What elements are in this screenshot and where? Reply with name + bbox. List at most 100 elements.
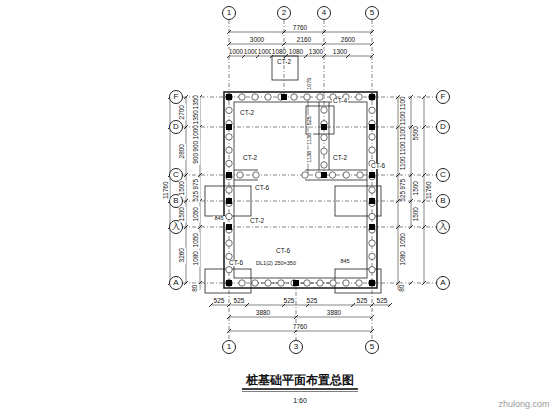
dimension-tick xyxy=(322,30,326,34)
pile-circle xyxy=(253,172,259,178)
pile-circle xyxy=(226,107,232,113)
dimension-tick xyxy=(351,303,355,307)
axis-label: A xyxy=(173,279,178,287)
axis-label: 1 xyxy=(227,343,231,351)
dimension-tick xyxy=(184,95,188,99)
dimension-tick xyxy=(422,125,426,129)
dimension-text: 1100 xyxy=(400,155,407,171)
axis-label: 5 xyxy=(370,343,374,351)
pile-circle xyxy=(226,147,232,153)
dimension-tick xyxy=(396,173,400,177)
grid-bubble: 3 xyxy=(289,340,303,354)
axis-label: A xyxy=(440,279,445,287)
dimension-text: 11760 xyxy=(163,180,170,200)
pile-circle xyxy=(304,280,310,286)
pile-circle xyxy=(252,280,258,286)
dimension-text: 525 xyxy=(213,298,226,305)
dimension-tick xyxy=(227,42,231,46)
dimension-text: 845 xyxy=(339,259,350,265)
grid-bubble: 5 xyxy=(365,6,379,20)
pile-cap-label: CT-2 xyxy=(276,59,292,66)
dimension-text: 900 xyxy=(193,140,200,153)
pile-circle xyxy=(369,267,375,273)
pile-circle xyxy=(321,162,327,168)
axis-label: 3 xyxy=(294,343,298,351)
dimension-text: 900 xyxy=(193,152,200,165)
dimension-text: 80 xyxy=(400,283,407,292)
grid-bubble: 2 xyxy=(277,6,291,20)
dimension-text: 1300 xyxy=(308,49,324,56)
dimension-text: 80 xyxy=(193,283,200,292)
dimension-tick xyxy=(227,303,231,307)
dimension-tick xyxy=(409,173,413,177)
grid-bubble: A xyxy=(436,276,450,290)
pile-circle xyxy=(321,148,327,154)
axis-label: C xyxy=(173,171,179,179)
dimension-text: 525 xyxy=(356,298,369,305)
grid-bubble: D xyxy=(436,120,450,134)
dimension-text: 1350 xyxy=(193,109,200,125)
pile-circle xyxy=(226,160,232,166)
axis-label: B xyxy=(173,197,178,205)
pile-circle xyxy=(369,280,375,286)
pile-circle xyxy=(343,172,349,178)
grid-bubble: 5 xyxy=(365,340,379,354)
axis-label: C xyxy=(440,171,446,179)
dimension-text: 975 xyxy=(400,178,407,191)
grid-bubble: D xyxy=(169,120,183,134)
dimension-text: 1138 xyxy=(307,132,313,146)
pile-circle xyxy=(317,280,323,286)
dimension-tick xyxy=(245,303,249,307)
dimension-tick xyxy=(227,30,231,34)
pile-cap-label: CT-2 xyxy=(239,110,255,117)
dimension-text: 1500 xyxy=(179,206,186,222)
axis-label: F xyxy=(441,93,446,101)
dimension-tick xyxy=(322,42,326,46)
dimension-text: 1100 xyxy=(400,110,407,126)
dimension-tick xyxy=(184,173,188,177)
dimension-tick xyxy=(227,315,231,319)
dimension-text: 5500 xyxy=(413,125,420,141)
pile-circle xyxy=(226,280,232,286)
dimension-text: 1100 xyxy=(400,95,407,111)
dimension-text: 3880 xyxy=(326,310,342,317)
pile-circle xyxy=(356,280,362,286)
dimension-text: 1100 xyxy=(400,140,407,156)
pile-circle xyxy=(304,94,310,100)
dimension-text: 1050 xyxy=(193,232,200,248)
axis-label: 2 xyxy=(282,9,286,17)
dimension-text: 1100 xyxy=(400,125,407,141)
axis-label: 入 xyxy=(172,223,180,231)
dimension-tick xyxy=(370,42,374,46)
pile-circle xyxy=(239,94,245,100)
pile-cap-label: CT-6 xyxy=(228,260,244,267)
pile-circle xyxy=(343,280,349,286)
dimension-tick xyxy=(370,54,374,58)
axis-label: D xyxy=(173,123,179,131)
dimension-text: 7760 xyxy=(292,25,308,32)
axis-label: F xyxy=(174,93,179,101)
pile-circle xyxy=(265,94,271,100)
dimension-tick xyxy=(294,315,298,319)
pile-circle xyxy=(226,280,232,286)
pile-circle xyxy=(226,94,232,100)
grid-bubble: C xyxy=(436,168,450,182)
dimension-tick xyxy=(370,30,374,34)
dimension-tick xyxy=(370,303,374,307)
dimension-tick xyxy=(184,125,188,129)
dimension-text: 1500 xyxy=(413,206,420,222)
dimension-tick xyxy=(388,303,392,307)
dimension-text: 1050 xyxy=(193,206,200,222)
pile-circle xyxy=(357,172,363,178)
grid-bubble: A xyxy=(169,276,183,290)
dimension-text: 525 xyxy=(233,298,246,305)
dimension-tick xyxy=(370,315,374,319)
dimension-text: 1000 xyxy=(228,49,244,56)
pile-circle xyxy=(226,240,232,246)
dimension-text: 1500 xyxy=(179,180,186,196)
pile-circle xyxy=(369,187,375,193)
dimension-text: 1080 xyxy=(400,250,407,266)
pile-circle xyxy=(356,94,362,100)
pile-cap-label: CT-6 xyxy=(370,163,386,170)
